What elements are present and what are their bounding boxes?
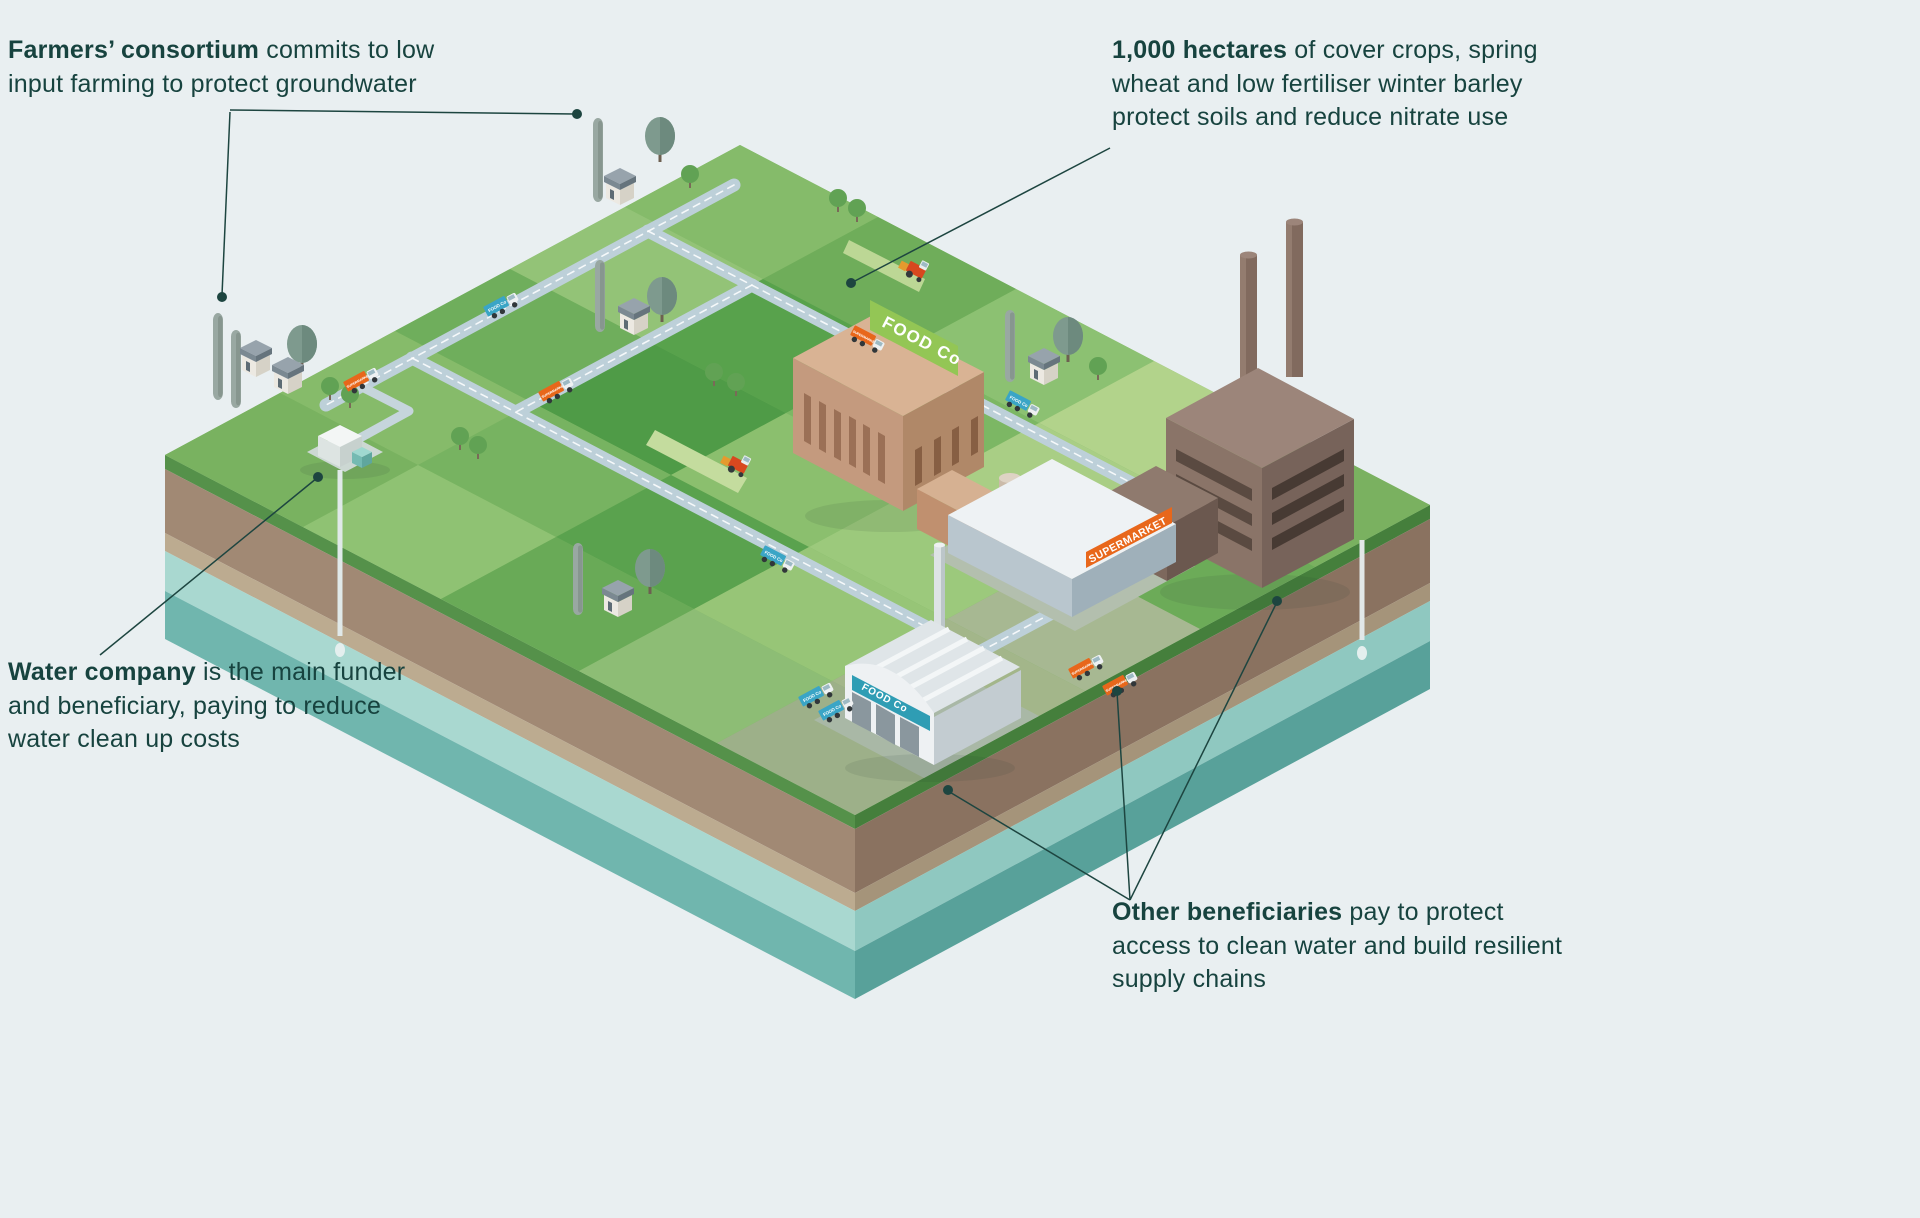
brown-factory bbox=[1105, 218, 1367, 660]
annotation-farmers-bold: Farmers’ consortium bbox=[8, 36, 260, 64]
water-treatment-plant bbox=[307, 425, 383, 657]
warehouse-sign-board bbox=[852, 675, 930, 731]
annotation-other-beneficiaries: Other beneficiaries pay to protect acces… bbox=[1112, 896, 1577, 997]
leader-lines bbox=[99, 109, 1278, 901]
annotation-other-rest: pay to protect access to clean water and… bbox=[1112, 898, 1563, 993]
supermarket-building: SUPERMARKET bbox=[948, 459, 1176, 617]
truck-food-co: FOOD Co bbox=[818, 696, 854, 723]
annotation-hectares-rest: of cover crops, spring wheat and low fer… bbox=[1112, 36, 1538, 131]
food-co-warehouse: FOOD Co bbox=[845, 620, 1021, 765]
truck-food-co: FOOD Co bbox=[483, 292, 519, 319]
annotation-water-rest: is the main funder and beneficiary, payi… bbox=[8, 658, 406, 753]
annotation-farmers-rest: commits to low input farming to protect … bbox=[8, 36, 435, 98]
water-droplet-icon bbox=[1357, 646, 1367, 660]
annotation-hectares-bold: 1,000 hectares bbox=[1112, 36, 1288, 64]
truck-food-co: FOOD Co bbox=[798, 682, 834, 709]
annotation-hectares: 1,000 hectares of cover crops, spring wh… bbox=[1112, 34, 1562, 135]
annotation-farmers-consortium: Farmers’ consortium commits to low input… bbox=[8, 34, 453, 101]
water-droplet-icon bbox=[335, 643, 345, 657]
annotation-other-bold: Other beneficiaries bbox=[1112, 898, 1343, 926]
shadows bbox=[300, 461, 1350, 782]
annotation-water-company: Water company is the main funder and ben… bbox=[8, 656, 408, 757]
tall-chimney bbox=[934, 542, 945, 653]
leader-dots bbox=[217, 109, 1282, 795]
supermarket-sign-board bbox=[1086, 507, 1172, 568]
annotation-water-bold: Water company bbox=[8, 658, 196, 686]
land-side-right bbox=[855, 505, 1430, 999]
food-co-sign-board bbox=[870, 300, 958, 376]
combine-harvester bbox=[720, 455, 752, 478]
warehouse-doors bbox=[852, 692, 919, 757]
combine-harvester bbox=[898, 260, 930, 283]
